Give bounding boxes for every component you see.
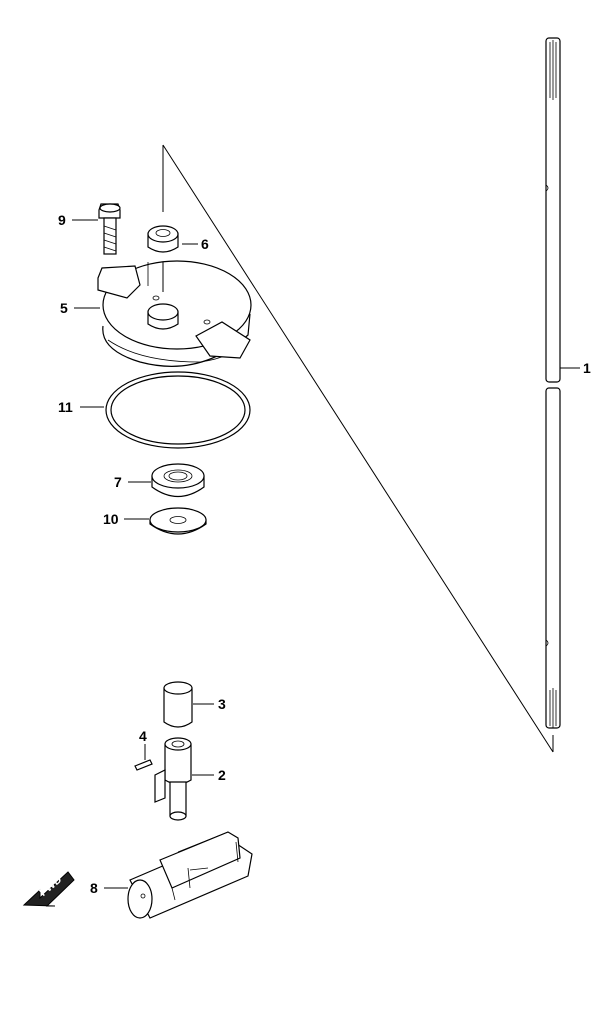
o-ring-part [80, 371, 251, 449]
callout-3: 3 [218, 696, 226, 712]
pin-part [134, 744, 153, 771]
callout-10: 10 [103, 511, 119, 527]
callout-1: 1 [583, 360, 591, 376]
callout-6: 6 [201, 236, 209, 252]
joint-part [154, 737, 214, 821]
bolt-part [72, 203, 121, 255]
reference-lines [162, 144, 554, 753]
callout-7: 7 [114, 474, 122, 490]
callout-8: 8 [90, 880, 98, 896]
callout-2: 2 [218, 767, 226, 783]
washer-part [124, 507, 207, 535]
fwd-arrow-icon: FWD [22, 871, 75, 907]
shaft-part [545, 37, 580, 729]
callout-5: 5 [60, 300, 68, 316]
sleeve-part [163, 681, 214, 728]
callout-labels: 1 2 3 4 5 6 7 8 9 10 11 [58, 212, 591, 896]
bushing-part [147, 225, 198, 253]
callout-11: 11 [58, 399, 73, 415]
bearing-part [128, 463, 205, 498]
plate-housing-part [74, 260, 252, 367]
clutch-block-part [104, 831, 253, 919]
callout-4: 4 [139, 728, 147, 744]
callout-9: 9 [58, 212, 66, 228]
